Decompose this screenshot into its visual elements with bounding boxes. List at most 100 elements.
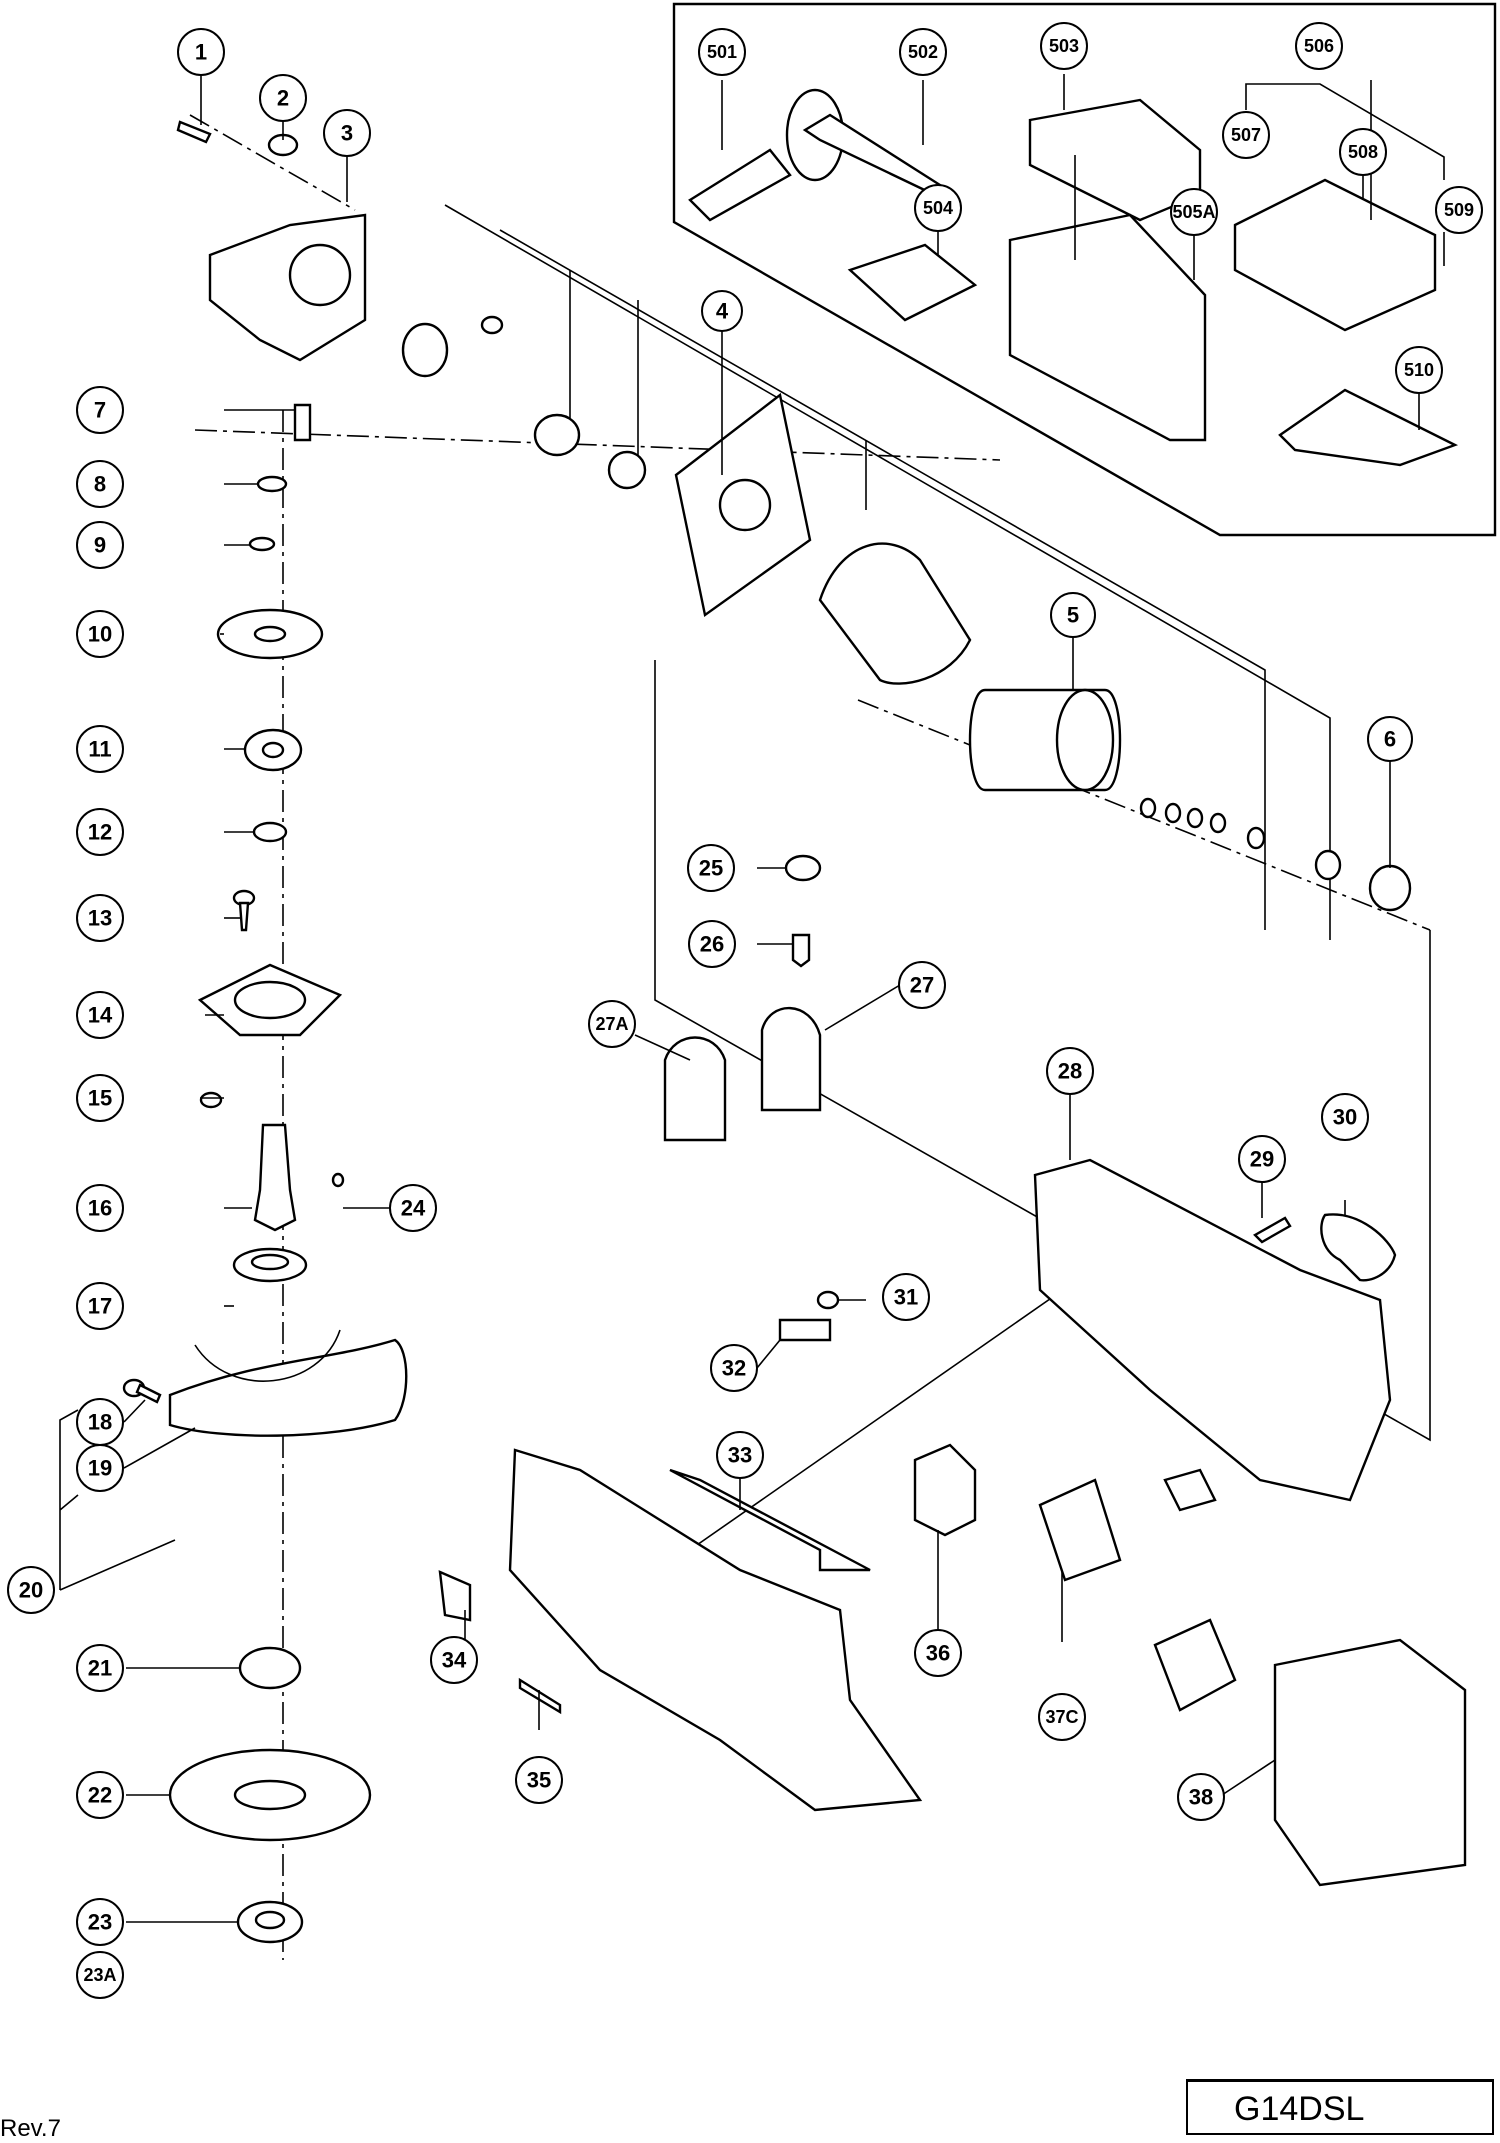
svg-text:27: 27 [910,973,934,998]
svg-text:2: 2 [277,86,289,111]
svg-text:502: 502 [908,42,938,62]
callout-7: 7 [76,386,124,434]
part-pin-24 [331,1172,345,1188]
part-battery-38 [1273,1638,1467,1887]
part-housing-28 [1033,1158,1392,1502]
part-bearing-6 [1368,864,1412,912]
model-number-box: G14DSL [1186,2079,1494,2135]
svg-text:509: 509 [1444,200,1474,220]
part-cover-504 [847,243,978,322]
part-spindle-16 [253,1123,297,1232]
callout-14: 14 [76,991,124,1039]
callout-503: 503 [1040,22,1088,70]
part-screw-1 [176,120,212,144]
part-handle-housing [508,1448,923,1812]
svg-text:22: 22 [88,1783,112,1808]
svg-text:38: 38 [1189,1785,1213,1810]
callout-507: 507 [1222,111,1270,159]
svg-text:504: 504 [923,198,953,218]
part-case-505a [1008,213,1207,442]
callout-26: 26 [688,920,736,968]
svg-text:7: 7 [94,398,106,423]
callout-33: 33 [716,1431,764,1479]
svg-text:35: 35 [527,1768,551,1793]
part-button-34 [438,1570,472,1622]
svg-text:30: 30 [1333,1105,1357,1130]
svg-text:18: 18 [88,1410,112,1435]
accessories-group-frame [672,2,1497,537]
part-side-handle-501 [688,88,845,222]
callout-27: 27 [898,961,946,1009]
callout-11: 11 [76,725,124,773]
svg-text:507: 507 [1231,125,1261,145]
svg-text:15: 15 [88,1086,112,1111]
part-brush-cap-25 [784,854,822,882]
part-brush-holder-27 [760,1006,822,1112]
callout-508: 508 [1339,128,1387,176]
callout-9: 9 [76,521,124,569]
callout-27a: 27A [588,1000,636,1048]
part-washers [1139,797,1342,881]
callout-18: 18 [76,1398,124,1446]
svg-text:16: 16 [88,1196,112,1221]
part-bearing [607,450,647,490]
callout-6: 6 [1367,716,1413,762]
svg-text:34: 34 [442,1648,467,1673]
svg-text:9: 9 [94,533,106,558]
part-armature [818,542,972,685]
part-label-30 [1320,1213,1397,1282]
part-inner-tray-510 [1278,388,1459,467]
svg-text:28: 28 [1058,1059,1082,1084]
callout-16: 16 [76,1184,124,1232]
callout-23: 23 [76,1898,124,1946]
callout-509: 509 [1435,186,1483,234]
callout-502: 502 [899,28,947,76]
part-controller-37c [1038,1468,1237,1712]
svg-text:8: 8 [94,472,106,497]
part-screw-13 [232,889,256,932]
part-pad-32 [778,1318,832,1342]
part-grommet-31 [816,1290,840,1310]
part-bearing-holder-14 [197,963,343,1037]
svg-text:20: 20 [19,1578,43,1603]
svg-text:24: 24 [401,1196,426,1221]
part-housing-plate-4 [674,392,812,618]
model-number: G14DSL [1234,2090,1365,2128]
svg-text:505A: 505A [1172,202,1215,222]
svg-text:14: 14 [88,1003,113,1028]
svg-text:13: 13 [88,906,112,931]
part-gear-cover [208,213,367,442]
callout-32: 32 [710,1344,758,1392]
svg-text:510: 510 [1404,360,1434,380]
part-bevel-gear-10 [216,608,324,660]
part-wheel-guard-20 [168,1329,408,1437]
callout-28: 28 [1046,1047,1094,1095]
svg-text:4: 4 [716,299,729,324]
svg-text:1: 1 [195,40,207,65]
svg-text:27A: 27A [595,1014,628,1034]
callout-24: 24 [389,1184,437,1232]
part-carbon-brush-26 [791,933,811,968]
svg-text:21: 21 [88,1656,112,1681]
callout-505a: 505A [1170,188,1218,236]
part-brush-holder-27a [663,1036,727,1142]
part-switch-36 [913,1443,977,1537]
part-grinding-wheel-22 [168,1748,372,1842]
callout-34: 34 [430,1636,478,1684]
callout-13: 13 [76,894,124,942]
svg-text:17: 17 [88,1294,112,1319]
svg-text:503: 503 [1049,36,1079,56]
callout-20: 20 [7,1566,55,1614]
svg-text:29: 29 [1250,1147,1274,1172]
svg-text:23A: 23A [83,1965,116,1985]
callout-10: 10 [76,610,124,658]
svg-text:5: 5 [1067,603,1079,628]
callout-8: 8 [76,460,124,508]
svg-text:501: 501 [707,42,737,62]
callout-5: 5 [1050,592,1096,638]
callout-1: 1 [177,28,225,76]
callout-19: 19 [76,1444,124,1492]
callout-21: 21 [76,1644,124,1692]
svg-text:25: 25 [699,856,723,881]
part-wheel-nut-21 [238,1646,302,1690]
